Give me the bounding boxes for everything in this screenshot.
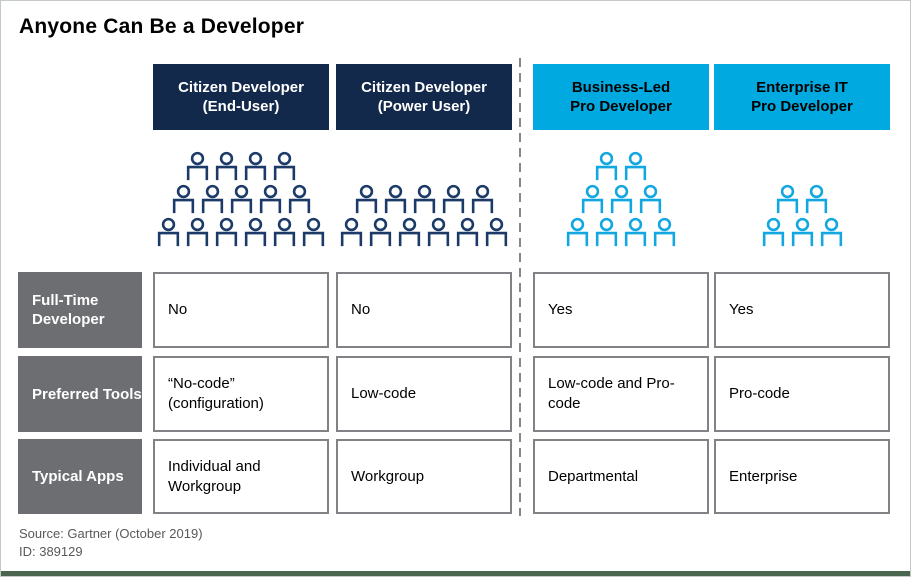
column-header-line: Citizen Developer xyxy=(178,79,304,96)
person-icon xyxy=(610,184,632,214)
cell-preferred-tools-col1: “No-code” (configuration) xyxy=(153,356,329,432)
people-group-citizen-developer-end-user xyxy=(153,131,329,247)
person-icon xyxy=(288,184,310,214)
row-label-full-time-developer: Full-Time Developer xyxy=(18,272,142,348)
row-label-preferred-tools: Preferred Tools xyxy=(18,356,142,432)
person-icon xyxy=(172,184,194,214)
column-header-line: Business-Led xyxy=(571,79,671,96)
people-row xyxy=(184,150,298,181)
person-icon xyxy=(355,184,377,214)
cell-preferred-tools-col3: Low-code and Pro-code xyxy=(533,356,709,432)
people-row xyxy=(338,216,510,247)
person-icon xyxy=(215,151,238,181)
person-icon xyxy=(340,217,363,247)
person-icon xyxy=(427,217,450,247)
person-icon xyxy=(624,151,647,181)
cell-typical-apps-col2: Workgroup xyxy=(336,439,512,514)
footer-source: Source: Gartner (October 2019) xyxy=(19,526,203,541)
person-icon xyxy=(244,151,267,181)
person-icon xyxy=(820,217,842,247)
people-group-business-led-pro-developer xyxy=(533,131,709,247)
cell-full-time-developer-col2: No xyxy=(336,272,512,348)
cell-typical-apps-col4: Enterprise xyxy=(714,439,890,514)
person-icon xyxy=(302,217,325,247)
people-row xyxy=(579,183,664,214)
person-icon xyxy=(791,217,813,247)
column-header-line: Pro Developer xyxy=(751,98,853,115)
people-row xyxy=(564,216,678,247)
person-icon xyxy=(805,184,828,214)
people-row xyxy=(155,216,327,247)
column-header-line: Citizen Developer xyxy=(361,79,487,96)
person-icon xyxy=(456,217,479,247)
people-group-citizen-developer-power-user xyxy=(336,131,512,247)
person-icon xyxy=(581,184,603,214)
column-header-line: Enterprise IT xyxy=(756,79,848,96)
person-icon xyxy=(244,217,267,247)
people-group-enterprise-it-pro-developer xyxy=(714,131,890,247)
person-icon xyxy=(230,184,252,214)
dashed-divider xyxy=(519,58,521,516)
cell-full-time-developer-col1: No xyxy=(153,272,329,348)
column-header-line: (Power User) xyxy=(377,98,471,115)
people-row xyxy=(760,216,845,247)
person-icon xyxy=(259,184,281,214)
people-row xyxy=(170,183,313,214)
person-icon xyxy=(624,217,647,247)
person-icon xyxy=(201,184,223,214)
person-icon xyxy=(384,184,406,214)
people-row xyxy=(774,183,830,214)
person-icon xyxy=(471,184,493,214)
column-header-citizen-developer-power-user: Citizen Developer (Power User) xyxy=(336,64,512,130)
person-icon xyxy=(186,151,209,181)
person-icon xyxy=(485,217,508,247)
column-header-citizen-developer-end-user: Citizen Developer (End-User) xyxy=(153,64,329,130)
column-header-line: Pro Developer xyxy=(570,98,672,115)
cell-preferred-tools-col4: Pro-code xyxy=(714,356,890,432)
person-icon xyxy=(639,184,661,214)
bottom-bar xyxy=(1,571,910,576)
person-icon xyxy=(157,217,180,247)
cell-typical-apps-col1: Individual and Workgroup xyxy=(153,439,329,514)
footer: Source: Gartner (October 2019) ID: 38912… xyxy=(19,525,203,561)
person-icon xyxy=(595,151,618,181)
person-icon xyxy=(595,217,618,247)
people-row xyxy=(353,183,496,214)
cell-preferred-tools-col2: Low-code xyxy=(336,356,512,432)
person-icon xyxy=(273,151,296,181)
row-label-typical-apps: Typical Apps xyxy=(18,439,142,514)
person-icon xyxy=(653,217,676,247)
person-icon xyxy=(398,217,421,247)
person-icon xyxy=(413,184,435,214)
person-icon xyxy=(566,217,589,247)
cell-full-time-developer-col3: Yes xyxy=(533,272,709,348)
person-icon xyxy=(215,217,238,247)
person-icon xyxy=(762,217,784,247)
cell-typical-apps-col3: Departmental xyxy=(533,439,709,514)
column-header-line: (End-User) xyxy=(202,98,280,115)
person-icon xyxy=(776,184,799,214)
people-row xyxy=(593,150,649,181)
footer-id: ID: 389129 xyxy=(19,544,83,559)
column-header-enterprise-it-pro-developer: Enterprise IT Pro Developer xyxy=(714,64,890,130)
person-icon xyxy=(273,217,296,247)
person-icon xyxy=(186,217,209,247)
person-icon xyxy=(442,184,464,214)
page-title: Anyone Can Be a Developer xyxy=(19,15,305,38)
cell-full-time-developer-col4: Yes xyxy=(714,272,890,348)
person-icon xyxy=(369,217,392,247)
